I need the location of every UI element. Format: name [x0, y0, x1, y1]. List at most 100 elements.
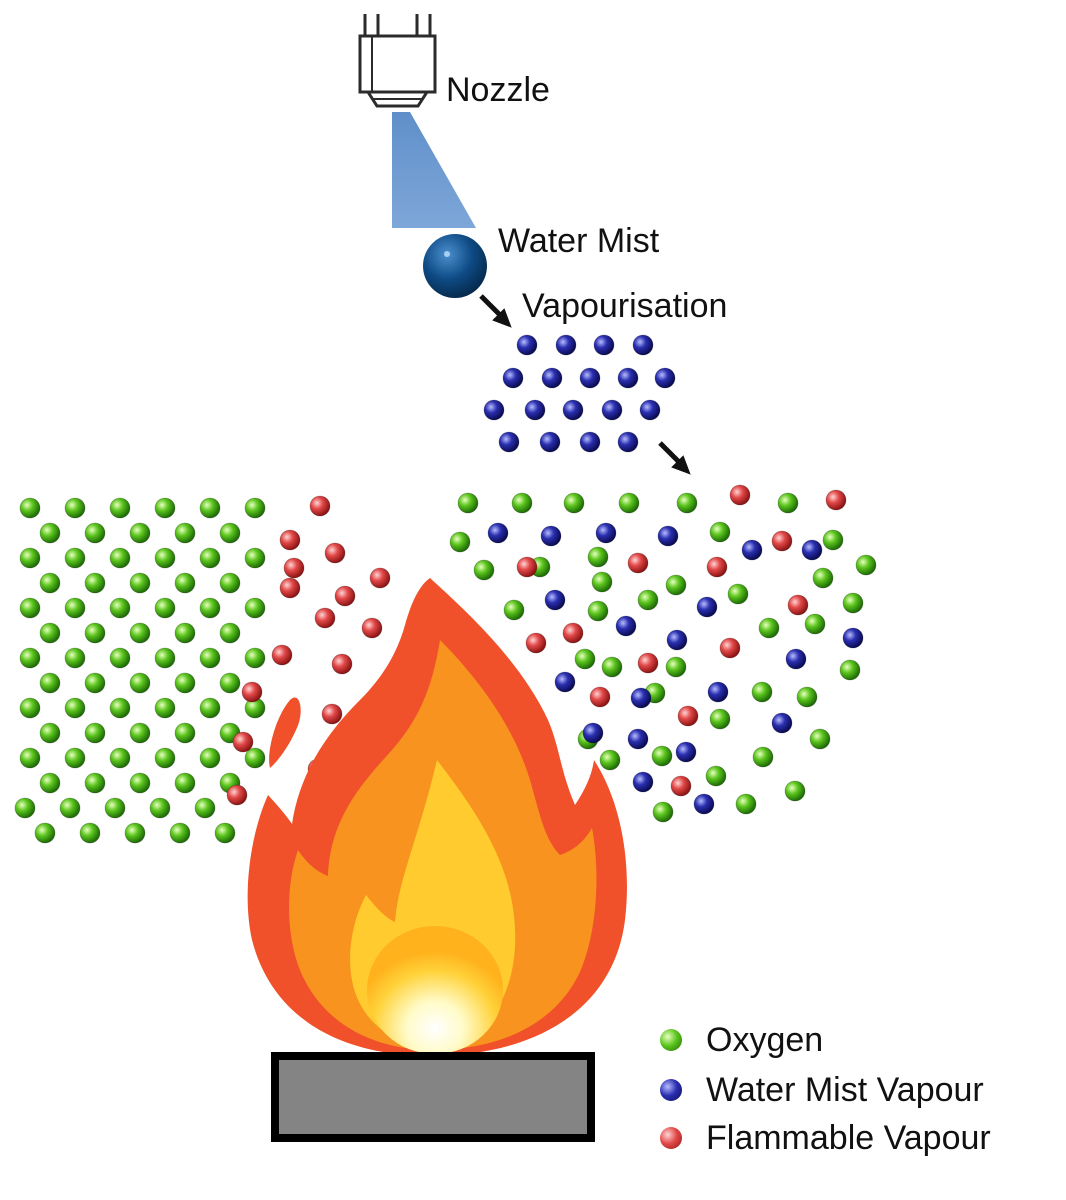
oxygen-particle: [219, 672, 241, 694]
oxygen-particle: [84, 722, 106, 744]
water-vapour-particle: [657, 525, 679, 547]
oxygen-particle: [796, 686, 818, 708]
flammable-vapour-particle: [719, 637, 741, 659]
water-vapour-particle: [541, 367, 563, 389]
oxygen-particle: [129, 572, 151, 594]
water-vapour-particle: [555, 334, 577, 356]
flammable-vapour-particle: [637, 652, 659, 674]
oxygen-particle: [601, 656, 623, 678]
oxygen-particle: [64, 547, 86, 569]
oxygen-marker-icon: [660, 1029, 682, 1051]
fuel-tray-icon: [271, 1052, 595, 1142]
oxygen-particle: [735, 793, 757, 815]
oxygen-particle: [64, 697, 86, 719]
oxygen-particle: [194, 797, 216, 819]
oxygen-particle: [129, 522, 151, 544]
oxygen-particle: [665, 574, 687, 596]
oxygen-particle: [219, 572, 241, 594]
flame-icon: [247, 578, 627, 1057]
water-vapour-particle: [639, 399, 661, 421]
oxygen-particle: [84, 572, 106, 594]
nozzle-label: Nozzle: [446, 71, 550, 109]
water-vapour-particle: [801, 539, 823, 561]
oxygen-particle: [39, 772, 61, 794]
oxygen-particle: [473, 559, 495, 581]
oxygen-particle: [804, 613, 826, 635]
flammable-vapour-particle: [516, 556, 538, 578]
oxygen-particle: [174, 772, 196, 794]
oxygen-particle: [758, 617, 780, 639]
oxygen-particle: [244, 747, 266, 769]
flammable-vapour-particle: [369, 567, 391, 589]
oxygen-particle: [705, 765, 727, 787]
oxygen-particle: [39, 622, 61, 644]
oxygen-particle: [149, 797, 171, 819]
oxygen-particle: [19, 597, 41, 619]
legend-item-water-vapour: Water Mist Vapour: [660, 1070, 984, 1110]
flammable-vapour-particle: [314, 607, 336, 629]
legend-label-oxygen: Oxygen: [706, 1020, 824, 1059]
oxygen-particle: [574, 648, 596, 670]
oxygen-particle: [174, 522, 196, 544]
legend-label-flammable: Flammable Vapour: [706, 1118, 991, 1157]
oxygen-particle: [822, 529, 844, 551]
water-vapour-particle: [630, 687, 652, 709]
water-vapour-particle: [707, 681, 729, 703]
flammable-vapour-particle: [787, 594, 809, 616]
water-vapour-particle: [554, 671, 576, 693]
water-vapour-particle: [498, 431, 520, 453]
oxygen-particle: [587, 600, 609, 622]
oxygen-particle: [709, 708, 731, 730]
flammable-vapour-particle: [825, 489, 847, 511]
oxygen-particle: [199, 597, 221, 619]
oxygen-particle: [751, 681, 773, 703]
oxygen-particle: [124, 822, 146, 844]
flammable-vapour-particle: [232, 731, 254, 753]
water-vapour-particle: [785, 648, 807, 670]
oxygen-particle: [14, 797, 36, 819]
oxygen-particle: [709, 521, 731, 543]
flammable-vapour-particle: [309, 495, 331, 517]
flammable-vapour-particle: [677, 705, 699, 727]
water-vapour-particle: [842, 627, 864, 649]
oxygen-particle: [219, 522, 241, 544]
flammable-vapour-particle: [279, 577, 301, 599]
oxygen-particle: [19, 747, 41, 769]
water-vapour-particle: [696, 596, 718, 618]
flammable-marker-icon: [660, 1127, 682, 1149]
water-vapour-particle: [579, 431, 601, 453]
flammable-vapour-particle: [525, 632, 547, 654]
oxygen-particle: [129, 622, 151, 644]
water-vapour-particle: [483, 399, 505, 421]
oxygen-particle: [665, 656, 687, 678]
water-vapour-particle: [593, 334, 615, 356]
oxygen-particle: [129, 722, 151, 744]
oxygen-particle: [511, 492, 533, 514]
oxygen-particle: [84, 522, 106, 544]
flammable-vapour-particle: [589, 686, 611, 708]
oxygen-particle: [777, 492, 799, 514]
flammable-vapour-particle: [729, 484, 751, 506]
flammable-vapour-particle: [321, 703, 343, 725]
flammable-vapour-particle: [331, 653, 353, 675]
arrow-icon: [479, 294, 512, 328]
oxygen-particle: [727, 583, 749, 605]
flammable-vapour-particle: [324, 542, 346, 564]
oxygen-particle: [199, 697, 221, 719]
water-spray-cone: [392, 112, 476, 228]
oxygen-particle: [39, 572, 61, 594]
particle-field: [14, 334, 877, 844]
water-vapour-particle: [632, 771, 654, 793]
oxygen-particle: [676, 492, 698, 514]
legend-label-water-vapour: Water Mist Vapour: [706, 1070, 984, 1109]
oxygen-particle: [84, 622, 106, 644]
oxygen-particle: [59, 797, 81, 819]
oxygen-particle: [154, 747, 176, 769]
water-vapour-particle: [579, 367, 601, 389]
water-mist-label: Water Mist: [498, 222, 660, 260]
water-vapour-particle: [741, 539, 763, 561]
oxygen-particle: [64, 747, 86, 769]
water-vapour-particle: [562, 399, 584, 421]
flammable-vapour-particle: [226, 784, 248, 806]
water-vapour-particle: [502, 367, 524, 389]
